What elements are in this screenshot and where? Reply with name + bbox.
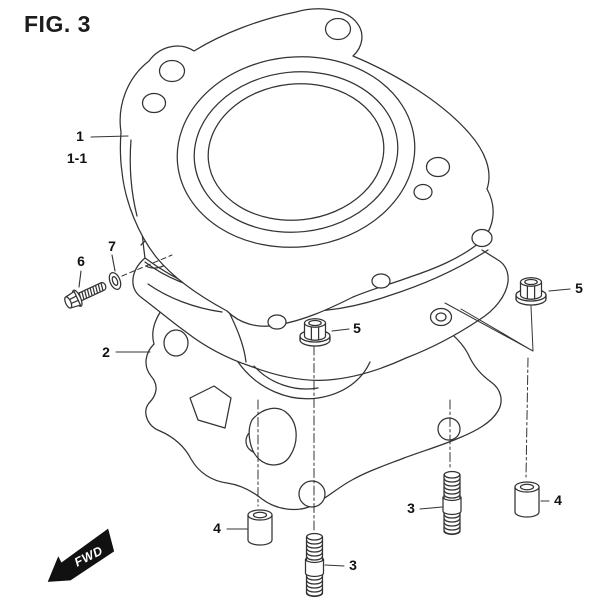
top-deck-outline: [119, 8, 494, 327]
gasket-cutout: [189, 385, 232, 429]
washer-part: [108, 272, 122, 290]
spacer-right-part: [514, 481, 540, 518]
callout-stud-right-label: 3: [407, 500, 415, 516]
callout-nut-right-label: 5: [575, 280, 583, 296]
bolt-axis-line: [121, 254, 173, 277]
callout-nut-center-label: 5: [353, 320, 361, 336]
stud-boss-hole: [435, 312, 447, 322]
figure-title: FIG. 3: [24, 11, 91, 37]
deck-thickness-line: [129, 139, 138, 217]
gasket-cutout: [248, 407, 297, 466]
spacer-left-part: [247, 509, 273, 546]
nut-right-pointer-lines: [444, 302, 534, 352]
nut-right-part: [515, 277, 547, 306]
cylinder-part: [119, 8, 509, 400]
callout-spacer-left-label: 4: [213, 520, 221, 536]
cylinder-sleeve-arc: [237, 361, 371, 400]
callout-liner-label: 1-1: [67, 150, 87, 166]
callout-gasket-label: 2: [102, 344, 110, 360]
cylinder-sleeve-inner-arc: [253, 365, 319, 390]
deck-bolt-holes: [141, 17, 493, 330]
fwd-direction-badge: FWD: [47, 528, 115, 582]
stud-boss: [429, 307, 453, 327]
base-flange-outline: [132, 249, 509, 382]
stud-left-part: [304, 532, 325, 598]
gasket-hole: [437, 417, 461, 441]
gasket-hole: [298, 480, 326, 508]
callout-cylinder-label: 1: [76, 128, 84, 144]
leader-lines: [78, 135, 571, 567]
callout-bolt-label: 6: [77, 253, 85, 269]
nut-center-part: [299, 318, 331, 347]
gasket-hole: [163, 329, 189, 357]
cylinder-bore: [176, 56, 416, 248]
stud-right-part: [442, 470, 462, 536]
assembly-axis-lines: [121, 254, 534, 531]
bolt-part: [64, 281, 107, 309]
fwd-arrow-icon: [47, 528, 115, 582]
callout-stud-left-label: 3: [349, 557, 357, 573]
callout-spacer-right-label: 4: [554, 492, 562, 508]
callout-washer-label: 7: [108, 238, 116, 254]
